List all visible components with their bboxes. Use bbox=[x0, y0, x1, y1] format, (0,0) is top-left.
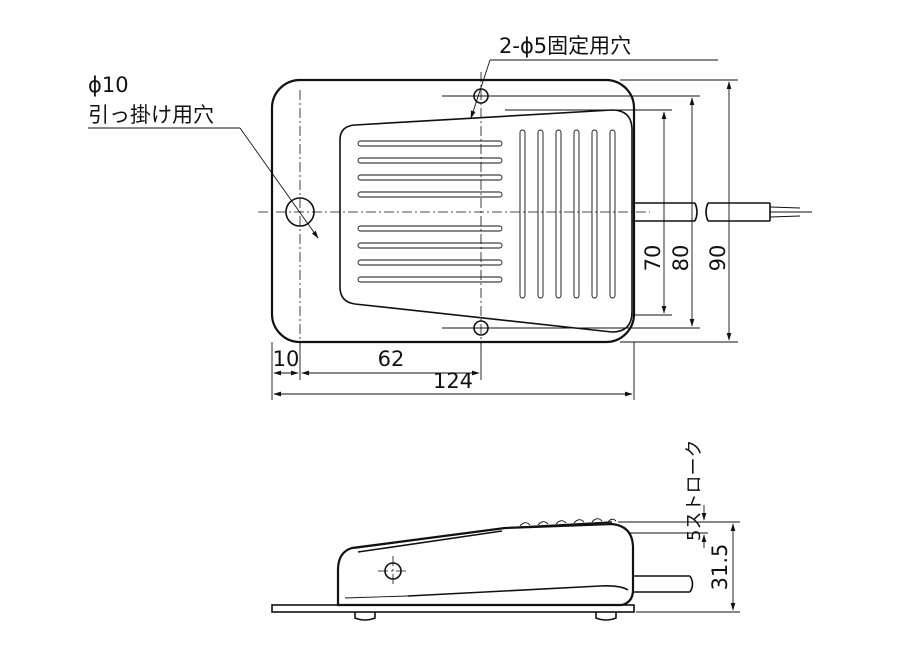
side-view: 5ストローク 31.5 bbox=[271, 440, 740, 621]
hook-hole-label: 引っ掛け用穴 bbox=[88, 103, 214, 127]
cable bbox=[632, 202, 812, 222]
dim-70-label: 70 bbox=[641, 245, 665, 272]
stroke-label: 5ストローク bbox=[684, 440, 705, 541]
fixing-hole-label: 2-ϕ5固定用穴 bbox=[499, 34, 631, 58]
side-rib-bumps bbox=[519, 518, 617, 527]
dim-62-label: 62 bbox=[378, 347, 405, 371]
dim-10-label: 10 bbox=[273, 347, 300, 371]
top-view: 70 80 90 10 62 124 ϕ10 引っ掛け用穴 2-ϕ5固定用穴 bbox=[88, 34, 812, 400]
base-plate-outline bbox=[270, 78, 636, 344]
dim-124-label: 124 bbox=[433, 369, 473, 393]
hook-hole-diameter-label: ϕ10 bbox=[88, 73, 129, 97]
pedal-outline bbox=[339, 109, 633, 333]
dim-90-label: 90 bbox=[706, 245, 730, 272]
side-housing bbox=[336, 522, 635, 607]
dim-31-5-label: 31.5 bbox=[708, 544, 732, 591]
dim-80-label: 80 bbox=[669, 245, 693, 272]
horizontal-ribs bbox=[357, 140, 503, 283]
vertical-ribs bbox=[519, 129, 616, 299]
